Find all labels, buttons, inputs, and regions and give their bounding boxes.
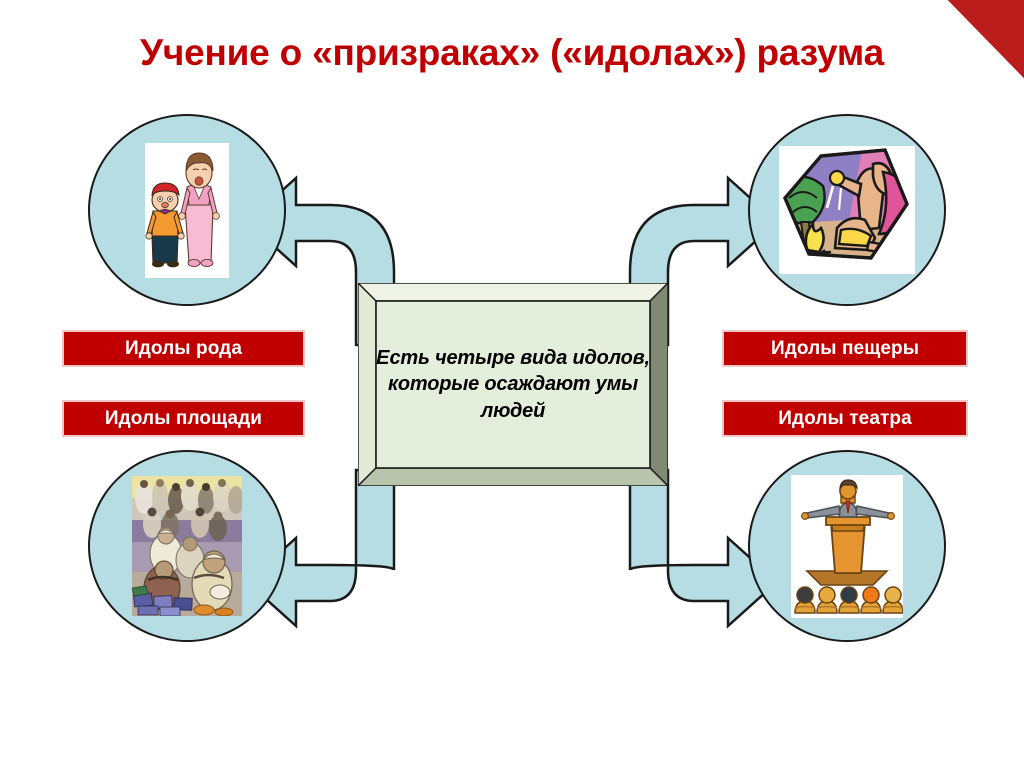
label-idols-of-cave[interactable]: Идолы пещеры: [722, 330, 968, 367]
circle-idols-of-tribe: [88, 114, 286, 306]
page-title: Учение о «призраках» («идолах») разума: [140, 32, 884, 73]
corner-accent-triangle: [948, 0, 1024, 78]
family-cartoon-picture: [145, 142, 229, 278]
circle-idols-of-theatre: [748, 450, 946, 642]
label-idols-of-tribe[interactable]: Идолы рода: [62, 330, 305, 367]
cave-people-hexagon-picture: [779, 146, 915, 274]
circle-idols-of-marketplace: [88, 450, 286, 642]
speaker-podium-audience-picture: [791, 474, 903, 618]
bazaar-marketplace-painting: [132, 476, 242, 616]
center-statement-box: Есть четыре вида идолов, которые осаждаю…: [358, 283, 668, 486]
label-idols-of-marketplace[interactable]: Идолы площади: [62, 400, 305, 437]
center-statement-text: Есть четыре вида идолов, которые осаждаю…: [376, 346, 650, 422]
circle-idols-of-cave: [748, 114, 946, 306]
label-idols-of-theatre[interactable]: Идолы театра: [722, 400, 968, 437]
